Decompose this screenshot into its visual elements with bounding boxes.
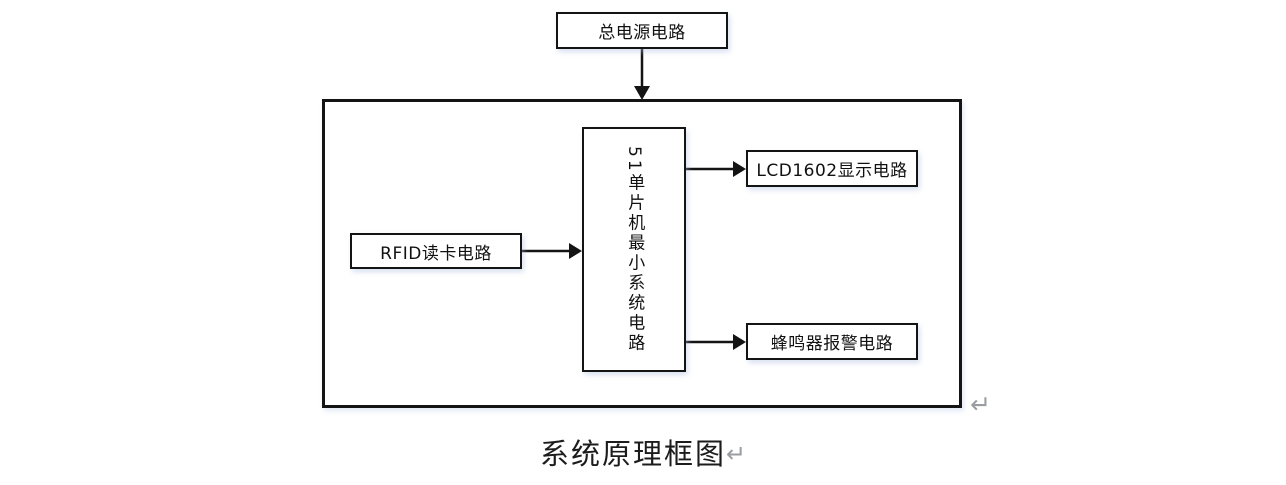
node-buzzer-alarm-label: 蜂鸣器报警电路	[770, 334, 894, 354]
system-boundary-box	[322, 99, 962, 408]
node-power-supply: 总电源电路	[556, 12, 728, 49]
arrow-power-to-system	[634, 49, 650, 100]
node-rfid-reader-label: RFID读卡电路	[380, 243, 492, 264]
node-lcd-display: LCD1602显示电路	[746, 150, 918, 187]
node-power-supply-label: 总电源电路	[598, 23, 686, 43]
paragraph-return-mark: ↵	[970, 390, 991, 419]
node-mcu-minimal-system-label: 51单片机最小系统电路	[624, 145, 645, 354]
caption-return-mark: ↵	[725, 440, 747, 468]
node-rfid-reader: RFID读卡电路	[350, 233, 522, 269]
diagram-caption-text: 系统原理框图	[539, 437, 726, 471]
node-mcu-minimal-system: 51单片机最小系统电路	[582, 127, 686, 372]
diagram-caption: 系统原理框图↵	[0, 431, 1286, 473]
node-buzzer-alarm: 蜂鸣器报警电路	[746, 323, 918, 360]
node-lcd-display-label: LCD1602显示电路	[756, 161, 908, 181]
